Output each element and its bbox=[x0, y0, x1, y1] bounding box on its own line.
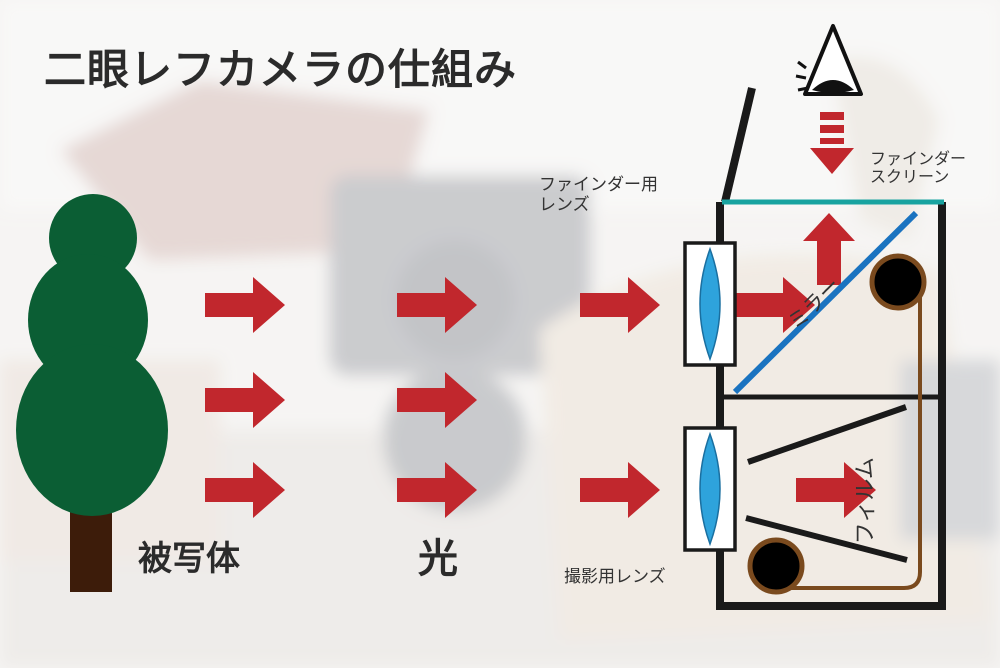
page-title: 二眼レフカメラの仕組み bbox=[44, 45, 518, 94]
mirror bbox=[732, 210, 919, 395]
light-arrows bbox=[205, 213, 876, 518]
viewfinder-lens-label: ファインダー用 レンズ bbox=[539, 175, 658, 215]
taking-lens-icon bbox=[683, 426, 737, 552]
view-arrow-down bbox=[810, 112, 854, 174]
light-arrow bbox=[580, 462, 660, 518]
camera-outline bbox=[716, 202, 946, 610]
light-arrow bbox=[205, 462, 285, 518]
light-ray bbox=[745, 515, 908, 563]
light-arrow bbox=[205, 372, 285, 428]
subject-label: 被写体 bbox=[138, 539, 240, 579]
viewfinder-lens-icon bbox=[683, 241, 737, 367]
light-arrow bbox=[205, 277, 285, 333]
film-label: フィルム bbox=[853, 457, 879, 545]
finder-hood bbox=[721, 87, 756, 203]
light-arrow bbox=[397, 277, 477, 333]
light-label: 光 bbox=[418, 536, 458, 582]
eye-icon bbox=[795, 24, 863, 96]
light-ray bbox=[747, 404, 907, 465]
film-spool-top bbox=[869, 253, 927, 311]
light-arrow bbox=[397, 462, 477, 518]
finder-screen-label: ファインダー スクリーン bbox=[870, 149, 967, 187]
light-arrow bbox=[397, 372, 477, 428]
tree-foliage-bottom bbox=[16, 344, 168, 516]
film-strip bbox=[782, 295, 922, 590]
light-arrow bbox=[580, 277, 660, 333]
film-spool-bottom bbox=[747, 537, 805, 595]
camera-body bbox=[716, 87, 946, 610]
tree-icon bbox=[16, 194, 168, 592]
taking-lens-label: 撮影用レンズ bbox=[564, 567, 666, 587]
